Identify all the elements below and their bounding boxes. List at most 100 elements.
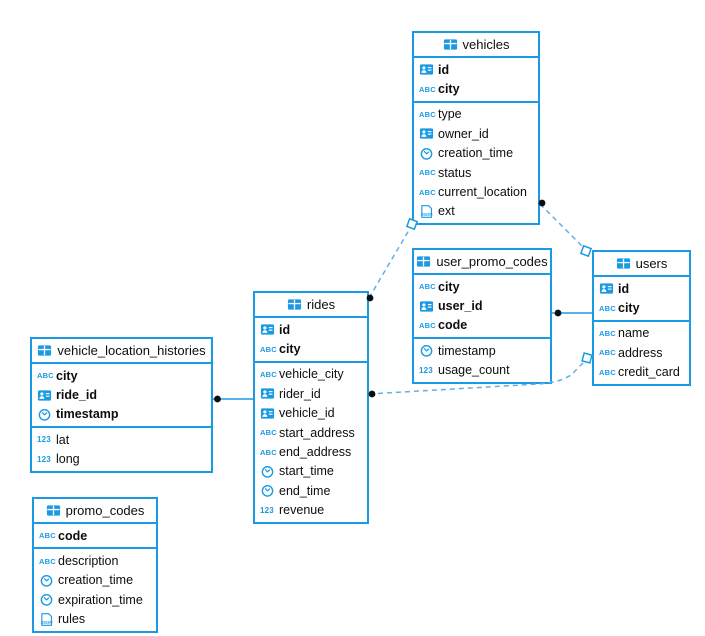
table-user-promo-codes[interactable]: user_promo_codes city user_id code times… (412, 248, 552, 384)
primary-key-section: code (34, 524, 156, 550)
field-row: status (414, 163, 538, 182)
uuid-type-icon (260, 322, 275, 337)
field-row: ride_id (32, 385, 211, 404)
field-row: id (414, 60, 538, 79)
field-row: lat (32, 430, 211, 449)
timestamp-type-icon (37, 407, 52, 422)
uuid-type-icon (599, 281, 614, 296)
field-name: rules (58, 612, 86, 627)
string-type-icon (37, 368, 52, 383)
timestamp-type-icon (260, 464, 275, 479)
uuid-type-icon (260, 386, 275, 401)
field-name: credit_card (618, 365, 680, 380)
field-name: id (618, 281, 630, 296)
field-row: name (594, 324, 689, 343)
json-type-icon (419, 204, 434, 219)
primary-key-section: city user_id code (414, 275, 550, 340)
number-type-icon (260, 503, 275, 518)
field-name: start_time (279, 464, 334, 479)
field-name: city (618, 301, 640, 316)
field-row: timestamp (414, 341, 550, 360)
field-name: description (58, 554, 119, 569)
string-type-icon (39, 528, 54, 543)
string-type-icon (260, 342, 275, 357)
table-rides[interactable]: rides id city vehicle_city rider_id vehi… (253, 291, 369, 524)
fields-section: type owner_id creation_time status curre… (414, 103, 538, 223)
fields-section: timestamp usage_count (414, 339, 550, 382)
string-type-icon (419, 107, 434, 122)
uuid-type-icon (419, 126, 434, 141)
primary-key-section: id city (594, 277, 689, 322)
table-header: rides (255, 293, 367, 318)
field-row: end_time (255, 481, 367, 500)
string-type-icon (419, 279, 434, 294)
field-row: user_id (414, 296, 550, 315)
field-name: end_time (279, 483, 331, 498)
field-name: code (438, 318, 468, 333)
table-vehicles[interactable]: vehicles id city type owner_id creation_… (412, 31, 540, 226)
table-promo-codes[interactable]: promo_codes code description creation_ti… (32, 497, 158, 633)
relationship-rides-vehicles[interactable] (368, 229, 410, 299)
uuid-type-icon (419, 62, 434, 77)
field-row: code (414, 316, 550, 335)
field-row: owner_id (414, 124, 538, 143)
table-users[interactable]: users id city name address credit_card (592, 250, 691, 386)
string-type-icon (419, 82, 434, 97)
field-row: id (255, 320, 367, 339)
field-name: code (58, 528, 88, 543)
field-row: city (414, 277, 550, 296)
relationship-square-marker (579, 244, 593, 258)
field-row: credit_card (594, 363, 689, 382)
table-header: promo_codes (34, 499, 156, 524)
field-name: city (56, 368, 78, 383)
field-row: type (414, 105, 538, 124)
uuid-type-icon (419, 299, 434, 314)
field-row: city (414, 79, 538, 98)
table-header: users (594, 252, 689, 277)
table-icon (287, 297, 302, 312)
field-row: end_address (255, 442, 367, 461)
uuid-type-icon (260, 406, 275, 421)
field-row: start_time (255, 462, 367, 481)
timestamp-type-icon (39, 592, 54, 607)
field-name: id (279, 322, 291, 337)
table-icon (443, 37, 458, 52)
relationship-dot-marker (554, 309, 562, 317)
string-type-icon (599, 301, 614, 316)
relationship-vehicles-users[interactable] (539, 203, 584, 248)
json-type-icon (39, 612, 54, 627)
number-type-icon (37, 432, 52, 447)
primary-key-section: city ride_id timestamp (32, 364, 211, 429)
table-vehicle-location-histories[interactable]: vehicle_location_histories city ride_id … (30, 337, 213, 473)
table-title: vehicles (462, 37, 510, 52)
field-name: end_address (279, 445, 352, 460)
field-name: timestamp (438, 343, 496, 358)
field-row: city (32, 366, 211, 385)
field-row: id (594, 279, 689, 298)
field-row: city (255, 339, 367, 358)
field-name: address (618, 345, 663, 360)
field-row: vehicle_city (255, 365, 367, 384)
field-row: ext (414, 202, 538, 221)
field-name: creation_time (58, 573, 134, 588)
string-type-icon (419, 318, 434, 333)
field-name: revenue (279, 503, 325, 518)
field-name: rider_id (279, 386, 321, 401)
field-row: timestamp (32, 405, 211, 424)
field-row: vehicle_id (255, 404, 367, 423)
field-row: city (594, 298, 689, 317)
field-name: city (438, 279, 460, 294)
timestamp-type-icon (419, 146, 434, 161)
field-row: description (34, 551, 156, 570)
uuid-type-icon (37, 388, 52, 403)
field-name: user_id (438, 299, 483, 314)
table-header: vehicles (414, 33, 538, 58)
string-type-icon (419, 185, 434, 200)
field-name: vehicle_id (279, 406, 335, 421)
field-row: code (34, 526, 156, 545)
field-name: start_address (279, 425, 355, 440)
field-name: vehicle_city (279, 367, 344, 382)
field-name: creation_time (438, 146, 514, 161)
string-type-icon (39, 554, 54, 569)
fields-section: vehicle_city rider_id vehicle_id start_a… (255, 363, 367, 522)
